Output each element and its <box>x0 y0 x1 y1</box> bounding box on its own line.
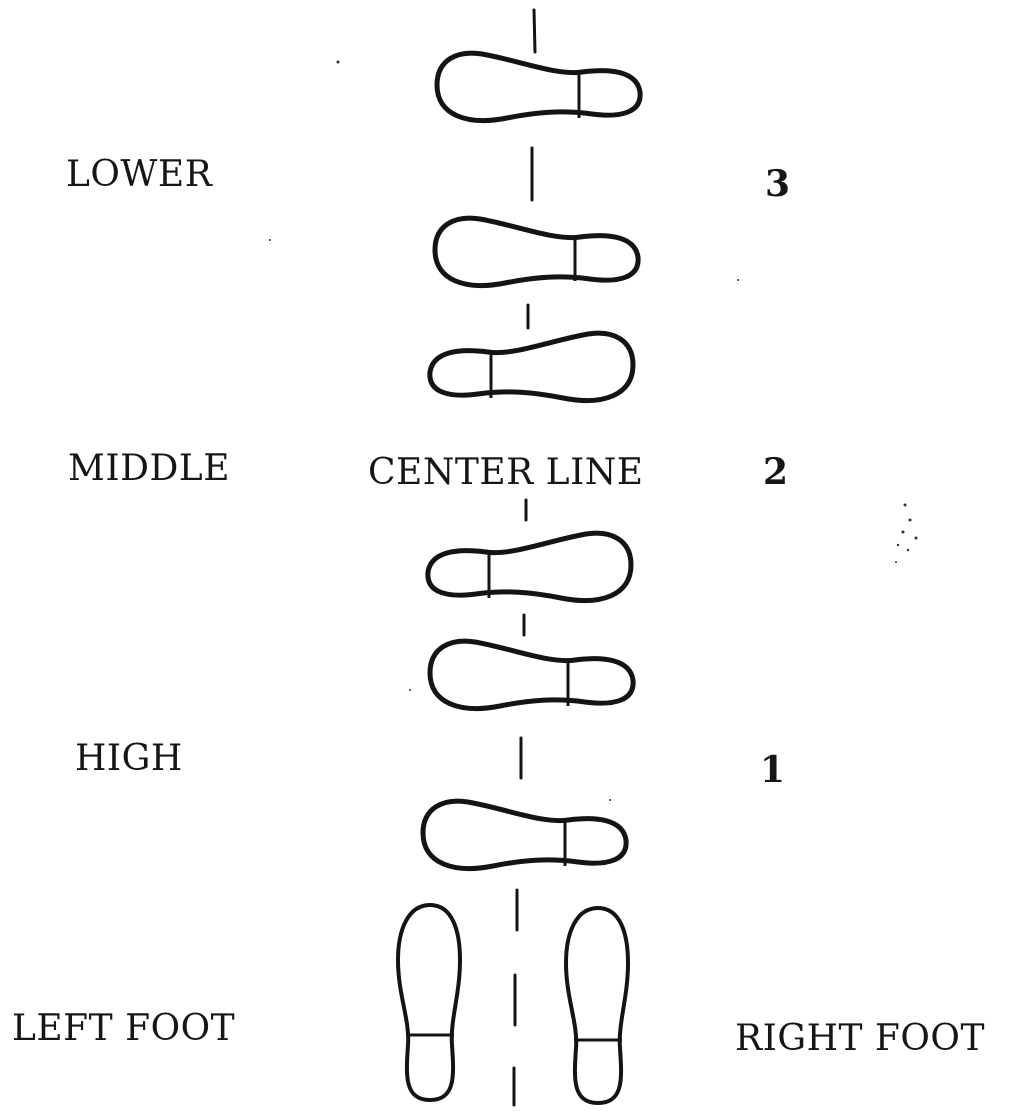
level-label-middle: MIDDLE <box>68 448 230 489</box>
right-foot-label: RIGHT FOOT <box>735 1018 985 1059</box>
footprint-6 <box>423 801 626 868</box>
footprint-4 <box>428 533 631 600</box>
step-number-1: 1 <box>760 749 785 791</box>
center-line-dashes <box>512 8 537 1107</box>
footprint-2 <box>435 218 638 285</box>
center-line-label: CENTER LINE <box>368 452 644 493</box>
left-foot-label: LEFT FOOT <box>12 1008 235 1049</box>
center-line-dash <box>532 8 537 54</box>
scan-speckles <box>269 60 918 801</box>
step-number-2: 2 <box>763 451 788 493</box>
level-label-high: HIGH <box>75 738 183 779</box>
footprint-3 <box>430 333 633 400</box>
footprint-5 <box>430 641 633 708</box>
right-foot-print <box>564 906 630 1105</box>
step-number-3: 3 <box>765 163 790 205</box>
footprint-1 <box>437 53 640 120</box>
level-label-lower: LOWER <box>66 154 213 195</box>
left-foot-print <box>396 903 462 1102</box>
